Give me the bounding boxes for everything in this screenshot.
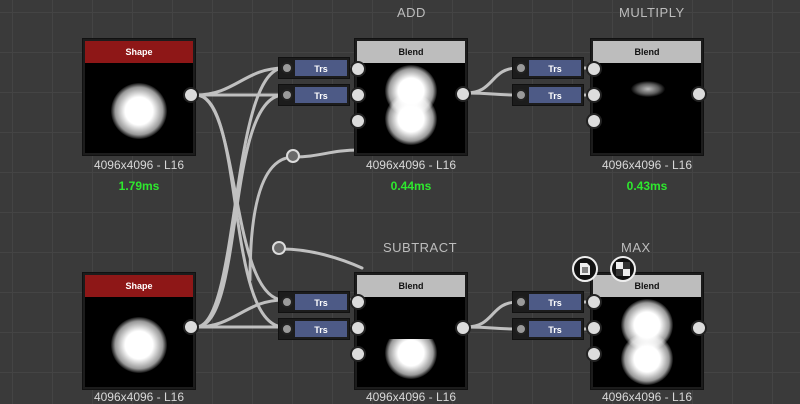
input-port[interactable]: [350, 346, 366, 362]
trs-label: Trs: [529, 321, 581, 337]
input-port[interactable]: [281, 89, 293, 101]
input-port[interactable]: [515, 89, 527, 101]
output-port[interactable]: [691, 320, 707, 336]
trs-label: Trs: [295, 87, 347, 103]
node-timing: 1.79ms: [118, 179, 160, 193]
output-port[interactable]: [455, 320, 471, 336]
trs-label: Trs: [529, 294, 581, 310]
shape-node-top[interactable]: Shape: [82, 38, 196, 156]
blend-node-multiply[interactable]: Blend: [590, 38, 704, 156]
output-port[interactable]: [183, 87, 199, 103]
node-title: Blend: [593, 41, 701, 63]
node-resolution: 4096x4096 - L16: [365, 158, 457, 172]
blend-node-subtract[interactable]: Blend: [354, 272, 468, 390]
node-preview: [593, 297, 701, 387]
group-label-subtract: SUBTRACT: [383, 240, 458, 255]
input-port[interactable]: [586, 61, 602, 77]
group-label-multiply: MULTIPLY: [619, 5, 685, 20]
input-port[interactable]: [350, 87, 366, 103]
group-label-add: ADD: [397, 5, 426, 20]
input-port[interactable]: [515, 296, 527, 308]
node-title: Blend: [593, 275, 701, 297]
blend-node-add[interactable]: Blend: [354, 38, 468, 156]
node-resolution: 4096x4096 - L16: [93, 390, 185, 404]
input-port[interactable]: [350, 320, 366, 336]
input-port[interactable]: [515, 323, 527, 335]
trs-label: Trs: [295, 60, 347, 76]
blend-node-max[interactable]: Blend: [590, 272, 704, 390]
node-preview: [357, 63, 465, 153]
trs-node[interactable]: Trs: [512, 318, 584, 340]
trs-node[interactable]: Trs: [278, 318, 350, 340]
node-resolution: 4096x4096 - L16: [601, 158, 693, 172]
node-resolution: 4096x4096 - L16: [93, 158, 185, 172]
input-port[interactable]: [281, 62, 293, 74]
trs-node[interactable]: Trs: [278, 84, 350, 106]
input-port[interactable]: [350, 61, 366, 77]
input-port[interactable]: [586, 87, 602, 103]
output-port[interactable]: [691, 86, 707, 102]
input-port[interactable]: [350, 294, 366, 310]
checkerboard-icon[interactable]: [610, 256, 636, 282]
node-title: Blend: [357, 41, 465, 63]
trs-node[interactable]: Trs: [512, 57, 584, 79]
reroute-point[interactable]: [286, 149, 300, 163]
shape-node-bottom[interactable]: Shape: [82, 272, 196, 390]
node-title: Shape: [85, 275, 193, 297]
input-port[interactable]: [586, 113, 602, 129]
trs-node[interactable]: Trs: [512, 291, 584, 313]
input-port[interactable]: [281, 323, 293, 335]
input-port[interactable]: [586, 294, 602, 310]
node-preview: [357, 297, 465, 387]
trs-node[interactable]: Trs: [278, 57, 350, 79]
node-timing: 0.43ms: [626, 179, 668, 193]
document-icon[interactable]: [572, 256, 598, 282]
output-port[interactable]: [455, 86, 471, 102]
node-timing: 0.44ms: [390, 179, 432, 193]
input-port[interactable]: [586, 346, 602, 362]
trs-label: Trs: [529, 87, 581, 103]
trs-node[interactable]: Trs: [512, 84, 584, 106]
node-title: Shape: [85, 41, 193, 63]
input-port[interactable]: [586, 320, 602, 336]
node-preview: [593, 63, 701, 153]
node-title: Blend: [357, 275, 465, 297]
input-port[interactable]: [281, 296, 293, 308]
output-port[interactable]: [183, 319, 199, 335]
node-preview: [85, 63, 193, 153]
reroute-point[interactable]: [272, 241, 286, 255]
trs-label: Trs: [295, 321, 347, 337]
trs-node[interactable]: Trs: [278, 291, 350, 313]
node-resolution: 4096x4096 - L16: [601, 390, 693, 404]
trs-label: Trs: [529, 60, 581, 76]
trs-label: Trs: [295, 294, 347, 310]
node-resolution: 4096x4096 - L16: [365, 390, 457, 404]
input-port[interactable]: [515, 62, 527, 74]
group-label-max: MAX: [621, 240, 651, 255]
input-port[interactable]: [350, 113, 366, 129]
node-preview: [85, 297, 193, 387]
